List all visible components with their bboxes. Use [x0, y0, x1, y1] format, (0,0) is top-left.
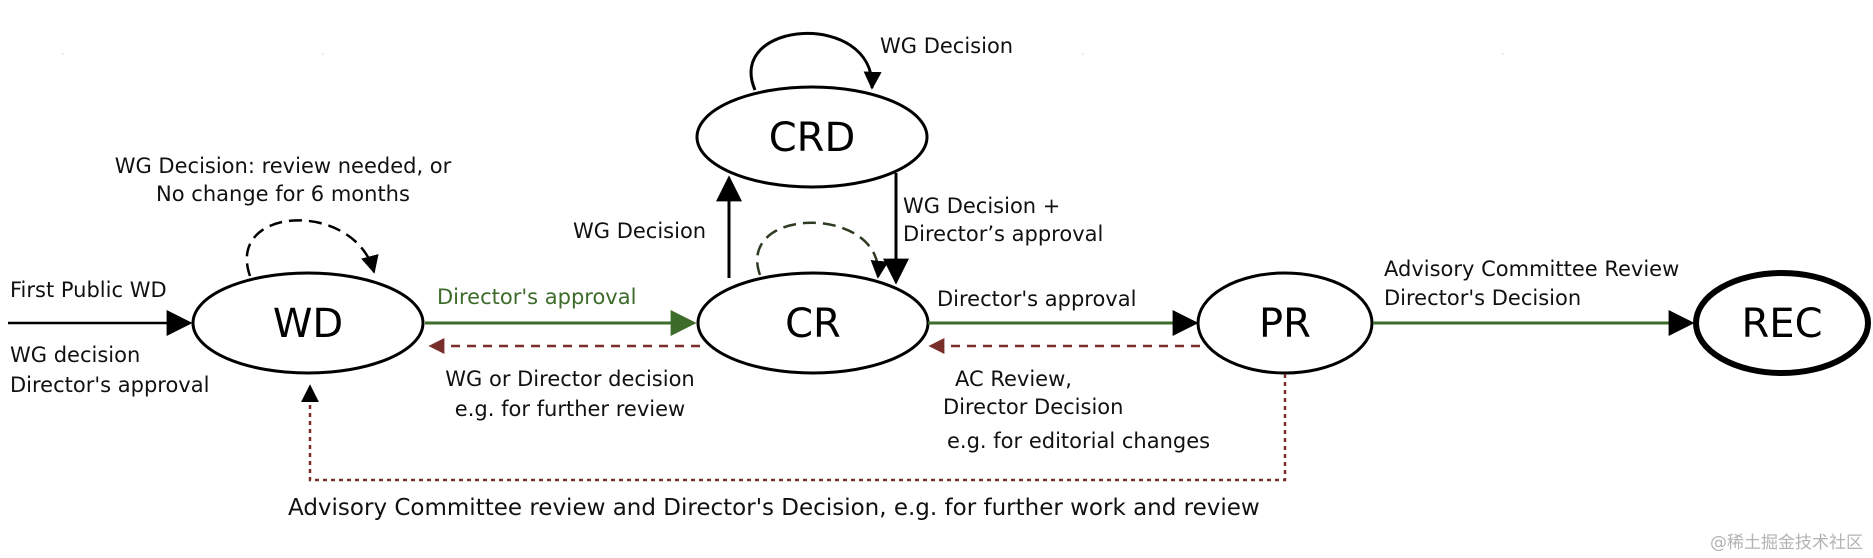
wd-self-loop-label-1: WG Decision: review needed, or [115, 154, 452, 178]
node-crd[interactable]: CRD [695, 85, 929, 189]
crd-self-loop-label: WG Decision [880, 34, 1013, 58]
wg-decision-label: WG decision [10, 343, 140, 367]
wd-self-loop-label-2: No change for 6 months [156, 182, 410, 206]
node-cr[interactable]: CR [696, 271, 930, 375]
svg-text:·: · [1080, 44, 1086, 65]
pr-to-rec-label-1: Advisory Committee Review [1384, 257, 1679, 281]
node-wd-label: WD [273, 301, 343, 347]
cr-to-wd-label-1: WG or Director decision [445, 367, 694, 391]
svg-text:·: · [320, 44, 326, 65]
pr-to-rec-label-2: Director's Decision [1384, 286, 1581, 310]
crd-self-loop-arrow [749, 32, 882, 91]
wd-to-cr-label: Director's approval [437, 285, 636, 309]
pr-to-cr-label-2: Director Decision [943, 395, 1123, 419]
node-rec-label: REC [1742, 301, 1823, 347]
node-wd[interactable]: WD [191, 271, 425, 375]
crd-to-cr-label-1: WG Decision + [903, 194, 1060, 218]
directors-approval-label: Director's approval [10, 373, 209, 397]
cr-self-loop-arrow [756, 221, 889, 279]
node-pr-label: PR [1259, 301, 1311, 347]
wd-self-loop-arrow [245, 219, 379, 277]
node-crd-label: CRD [769, 115, 856, 161]
pr-to-wd-arrow [301, 374, 1287, 482]
watermark-text: @稀土掘金技术社区 [1710, 533, 1863, 553]
svg-text:·: · [1500, 44, 1506, 65]
first-public-wd-label: First Public WD [10, 278, 167, 302]
background-watermarks: · · · · [60, 44, 1506, 65]
crd-to-cr-label-2: Director’s approval [903, 222, 1103, 246]
node-pr[interactable]: PR [1196, 271, 1374, 375]
pr-to-wd-label: Advisory Committee review and Director's… [288, 495, 1260, 521]
cr-to-wd-label-2: e.g. for further review [455, 397, 685, 421]
svg-text:·: · [60, 44, 66, 65]
pr-to-cr-label-1: AC Review, [955, 367, 1072, 391]
node-rec[interactable]: REC [1693, 270, 1871, 376]
cr-to-pr-label: Director's approval [937, 287, 1136, 311]
node-cr-label: CR [785, 301, 841, 347]
cr-to-crd-label: WG Decision [573, 219, 706, 243]
pr-to-cr-label-3: e.g. for editorial changes [947, 429, 1210, 453]
